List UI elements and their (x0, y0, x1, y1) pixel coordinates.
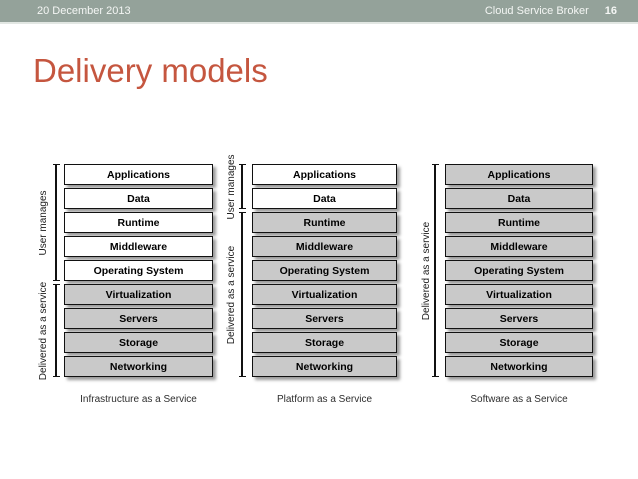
stack-layer-operating-system: Operating System (252, 260, 397, 281)
stack-layer-virtualization: Virtualization (445, 284, 593, 305)
stack-layer-servers: Servers (64, 308, 213, 329)
bracket-label-delivered-as-a-service: Delivered as a service (225, 245, 237, 344)
stack-layer-operating-system: Operating System (445, 260, 593, 281)
stack-layer-applications: Applications (64, 164, 213, 185)
page-title: Delivery models (33, 52, 268, 89)
header-bar: 20 December 2013 Cloud Service Broker 16 (0, 0, 638, 24)
stack-layer-networking: Networking (252, 356, 397, 377)
header-date: 20 December 2013 (37, 5, 131, 17)
stack-layer-data: Data (252, 188, 397, 209)
stack-layer-middleware: Middleware (64, 236, 213, 257)
stack-layer-operating-system: Operating System (64, 260, 213, 281)
header-page-number: 16 (604, 5, 617, 17)
stack-layer-networking: Networking (445, 356, 593, 377)
bracket-user-manages (52, 164, 60, 281)
stack-layer-virtualization: Virtualization (64, 284, 213, 305)
stack-layer-storage: Storage (445, 332, 593, 353)
stack-layer-applications: Applications (445, 164, 593, 185)
bracket-delivered-as-a-service (52, 284, 60, 377)
stack-layer-runtime: Runtime (252, 212, 397, 233)
stack-layer-storage: Storage (252, 332, 397, 353)
stack-layer-storage: Storage (64, 332, 213, 353)
stack-caption: Software as a Service (470, 394, 568, 405)
bracket-label-delivered-as-a-service: Delivered as a service (37, 281, 49, 380)
stack-layer-runtime: Runtime (445, 212, 593, 233)
stack-layer-data: Data (445, 188, 593, 209)
stack-layer-servers: Servers (445, 308, 593, 329)
bracket-user-manages (238, 164, 246, 209)
stack-layer-middleware: Middleware (445, 236, 593, 257)
bracket-delivered-as-a-service (431, 164, 439, 377)
stack-layer-runtime: Runtime (64, 212, 213, 233)
stack-layer-data: Data (64, 188, 213, 209)
bracket-delivered-as-a-service (238, 212, 246, 377)
stack-caption: Infrastructure as a Service (80, 394, 197, 405)
stack-layer-servers: Servers (252, 308, 397, 329)
stack-layer-applications: Applications (252, 164, 397, 185)
header-subject: Cloud Service Broker (484, 5, 589, 17)
stack-caption: Platform as a Service (276, 394, 373, 405)
bracket-label-delivered-as-a-service: Delivered as a service (420, 221, 432, 320)
stack-layer-middleware: Middleware (252, 236, 397, 257)
stack-layer-networking: Networking (64, 356, 213, 377)
stack-layer-virtualization: Virtualization (252, 284, 397, 305)
